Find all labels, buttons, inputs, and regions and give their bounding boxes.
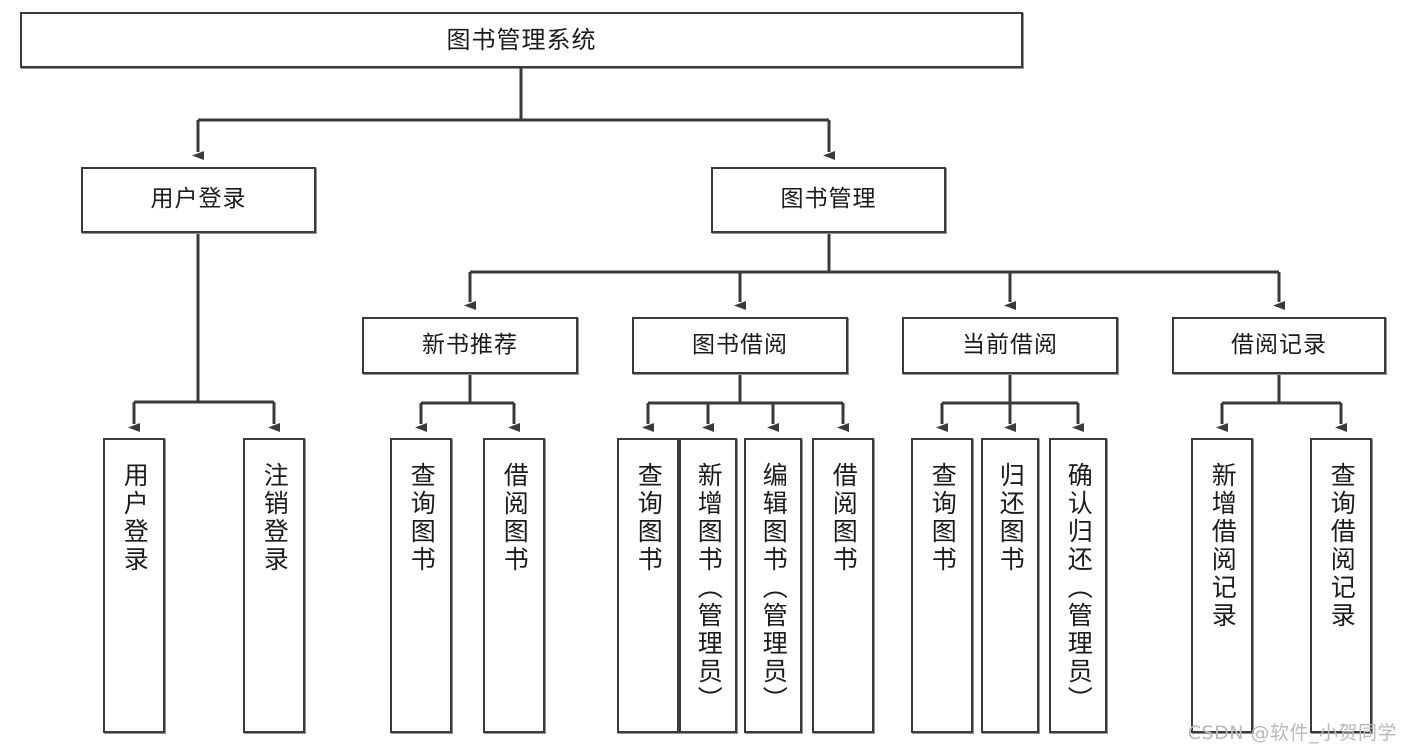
node-current-borrow[interactable]: 当前借阅: [902, 317, 1118, 374]
node-label: 归还图书: [996, 462, 1026, 574]
leaf-record-add-record[interactable]: 新增借阅记录: [1191, 438, 1253, 733]
node-label: 查询图书: [407, 462, 437, 574]
leaf-current-query-book[interactable]: 查询图书: [911, 438, 973, 733]
leaf-borrow-query-book[interactable]: 查询图书: [617, 438, 679, 733]
node-label: 图书管理: [780, 186, 877, 213]
node-label: 用户登录: [150, 186, 247, 213]
leaf-new-book-borrow-book[interactable]: 借阅图书: [483, 438, 545, 733]
node-label: 编辑图书（管理员）: [759, 462, 789, 714]
node-label: 当前借阅: [962, 331, 1058, 358]
node-label: 查询借阅记录: [1327, 462, 1357, 630]
node-label: 新书推荐: [422, 331, 518, 358]
node-book-management[interactable]: 图书管理: [711, 167, 946, 233]
node-label: 注销登录: [260, 462, 290, 574]
leaf-current-confirm-return[interactable]: 确认归还（管理员）: [1049, 438, 1107, 733]
leaf-borrow-borrow-book[interactable]: 借阅图书: [812, 438, 874, 733]
node-label: 借阅图书: [829, 462, 859, 574]
node-root-book-management-system[interactable]: 图书管理系统: [20, 12, 1023, 68]
node-label: 查询图书: [634, 462, 664, 574]
node-label: 借阅图书: [500, 462, 530, 574]
leaf-record-query-record[interactable]: 查询借阅记录: [1310, 438, 1372, 733]
node-borrow-record[interactable]: 借阅记录: [1172, 317, 1386, 374]
node-new-book-recommend[interactable]: 新书推荐: [362, 317, 578, 374]
leaf-borrow-edit-book[interactable]: 编辑图书（管理员）: [744, 438, 802, 733]
node-label: 确认归还（管理员）: [1064, 462, 1094, 714]
leaf-borrow-add-book[interactable]: 新增图书（管理员）: [679, 438, 737, 733]
leaf-new-book-query-book[interactable]: 查询图书: [390, 438, 452, 733]
node-label: 用户登录: [120, 462, 150, 574]
leaf-logout[interactable]: 注销登录: [243, 438, 305, 733]
leaf-current-return-book[interactable]: 归还图书: [981, 438, 1039, 733]
node-label: 图书借阅: [692, 331, 788, 358]
node-label: 新增图书（管理员）: [694, 462, 724, 714]
node-label: 新增借阅记录: [1208, 462, 1238, 630]
leaf-user-login[interactable]: 用户登录: [103, 438, 165, 733]
node-label: 图书管理系统: [446, 25, 597, 54]
node-user-login[interactable]: 用户登录: [81, 167, 316, 233]
node-book-borrow[interactable]: 图书借阅: [632, 317, 848, 374]
node-label: 借阅记录: [1231, 331, 1327, 358]
node-label: 查询图书: [928, 462, 958, 574]
